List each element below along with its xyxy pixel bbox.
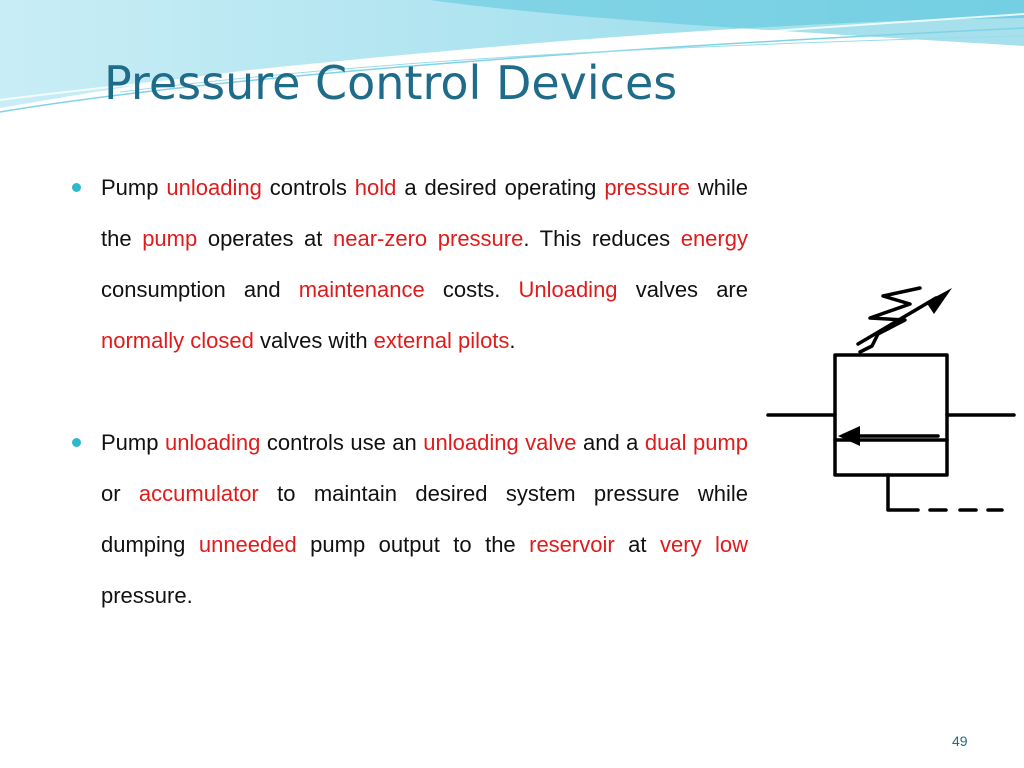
unloading-valve-symbol (760, 270, 1022, 522)
body-text: pump output to the (296, 532, 530, 557)
body-text: Pump (101, 430, 165, 455)
highlighted-term: unneeded (198, 532, 297, 557)
highlighted-term: accumulator (138, 481, 259, 506)
body-text: valves with (253, 328, 374, 353)
body-text: to maintain desired system pressure whil… (101, 481, 748, 557)
page-number: 49 (952, 733, 968, 749)
bullet-icon (72, 438, 81, 447)
highlighted-term: energy (680, 226, 748, 251)
body-text: while the (101, 175, 748, 251)
body-text: valves are (617, 277, 748, 302)
highlighted-term: normally closed (101, 328, 254, 353)
highlighted-term: unloading valve (423, 430, 577, 455)
highlighted-term: reservoir (529, 532, 615, 557)
highlighted-term: pump (142, 226, 198, 251)
header-wave-decoration (0, 0, 1024, 113)
highlighted-term: unloading (166, 175, 262, 200)
highlighted-term: very low (659, 532, 748, 557)
slide-title: Pressure Control Devices (104, 56, 678, 110)
body-text: a desired operating (396, 175, 605, 200)
bullet-item: Pump unloading controls use an unloading… (72, 417, 748, 621)
body-text: Pump (101, 175, 167, 200)
body-text: consumption and (101, 277, 299, 302)
highlighted-term: external pilots (373, 328, 510, 353)
highlighted-term: hold (354, 175, 397, 200)
body-text: controls use an (260, 430, 424, 455)
bullet-list: Pump unloading controls hold a desired o… (72, 162, 748, 621)
highlighted-term: near-zero pressure (333, 226, 524, 251)
highlighted-term: dual pump (644, 430, 748, 455)
body-text: . (509, 328, 516, 353)
body-text: pressure. (101, 583, 193, 608)
body-text: or (101, 481, 139, 506)
body-text: . This reduces (523, 226, 681, 251)
bullet-icon (72, 183, 81, 192)
highlighted-term: unloading (164, 430, 261, 455)
highlighted-term: Unloading (518, 277, 618, 302)
highlighted-term: pressure (604, 175, 690, 200)
body-text: controls (261, 175, 355, 200)
body-text: operates at (197, 226, 333, 251)
body-text: at (614, 532, 660, 557)
highlighted-term: maintenance (298, 277, 425, 302)
body-text: costs. (424, 277, 519, 302)
bullet-item: Pump unloading controls hold a desired o… (72, 162, 748, 366)
body-text: and a (576, 430, 645, 455)
